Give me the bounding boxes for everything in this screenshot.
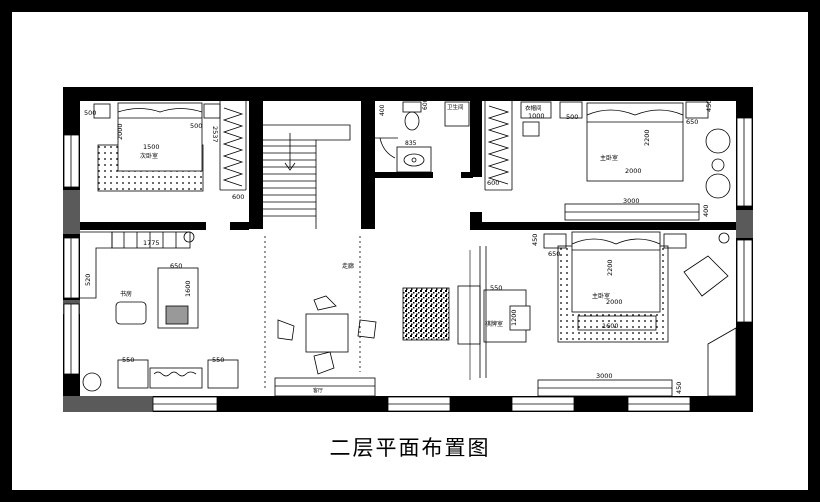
dim-mb-1000: 1000	[528, 112, 545, 120]
staircase	[263, 124, 351, 229]
hall-furniture	[264, 236, 487, 397]
dim-mb-500: 500	[566, 113, 578, 121]
master-bedroom-dims: 衣帽间 1000 500 2200 2000 650 450 3000 400 …	[487, 100, 713, 217]
room-label-cloakroom: 衣帽间	[525, 104, 542, 112]
dim-study-1775: 1775	[143, 239, 160, 247]
dim-se-1200: 1200	[510, 309, 518, 326]
dim-wc-400: 400	[379, 104, 386, 116]
room-label-master-bedroom: 主卧室	[600, 154, 618, 162]
se-room-dims: 550 450 650 2200 2000 1600 1200 3000 450…	[485, 234, 683, 394]
dim-se-3000: 3000	[596, 372, 613, 380]
dim-study-550-left: 550	[122, 356, 134, 364]
dim-nw-2000: 2000	[116, 123, 124, 140]
dim-study-650: 650	[170, 262, 182, 270]
windows	[63, 117, 753, 412]
dim-nw-600: 600	[232, 193, 244, 201]
dim-study-550-right: 550	[212, 356, 224, 364]
drawing-title: 二层平面布置图	[329, 436, 491, 460]
dim-mb-2000: 2000	[625, 167, 642, 175]
dim-se-2200: 2200	[606, 259, 614, 276]
room-label-wc: 卫生间	[447, 103, 464, 111]
room-label-nw-bedroom: 次卧室	[140, 152, 158, 160]
dim-mb-450: 450	[705, 100, 713, 112]
dim-mb-400: 400	[702, 205, 710, 217]
dim-se-450: 450	[531, 234, 539, 246]
dim-study-520: 520	[84, 274, 92, 286]
dim-mb-2200: 2200	[643, 129, 651, 146]
nw-bedroom-furniture	[93, 101, 247, 192]
dim-nw-1500: 1500	[143, 143, 160, 151]
room-label-se-bedroom: 主卧室	[592, 292, 610, 300]
study-furniture	[80, 231, 239, 392]
study-dims: 1775 650 1600 550 550 书房 520	[84, 239, 224, 364]
dim-se-2000: 2000	[606, 298, 623, 306]
dim-se-1600: 1600	[602, 322, 619, 330]
room-label-hall: 客厅	[313, 387, 323, 394]
master-bedroom-furniture	[484, 101, 731, 221]
wc-fixtures	[375, 101, 470, 173]
dim-mb-650: 650	[686, 118, 698, 126]
room-label-game: 棋牌室	[485, 320, 503, 328]
dim-se-550: 550	[490, 284, 502, 292]
hall-labels: 走廊 客厅	[313, 262, 354, 394]
nw-bedroom-dims: 500 500 1500 2000 2537 600 次卧室	[84, 109, 244, 201]
wc-dims: 400 600 835 卫生间	[379, 98, 464, 147]
dim-mb-600: 600	[487, 179, 499, 187]
se-room-furniture	[483, 231, 737, 397]
dim-study-1600: 1600	[184, 280, 192, 297]
dim-wc-835: 835	[405, 140, 417, 147]
dim-se-450-b: 450	[675, 382, 683, 394]
dim-nw-500-right: 500	[190, 122, 202, 130]
interior-walls	[80, 87, 736, 230]
room-label-study: 书房	[120, 290, 132, 298]
dim-se-650: 650	[548, 250, 560, 258]
room-label-corridor: 走廊	[342, 262, 354, 270]
dim-nw-2537: 2537	[211, 126, 219, 143]
dim-wc-600: 600	[422, 98, 429, 110]
dim-nw-500-left: 500	[84, 109, 96, 117]
dim-mb-3000: 3000	[623, 197, 640, 205]
